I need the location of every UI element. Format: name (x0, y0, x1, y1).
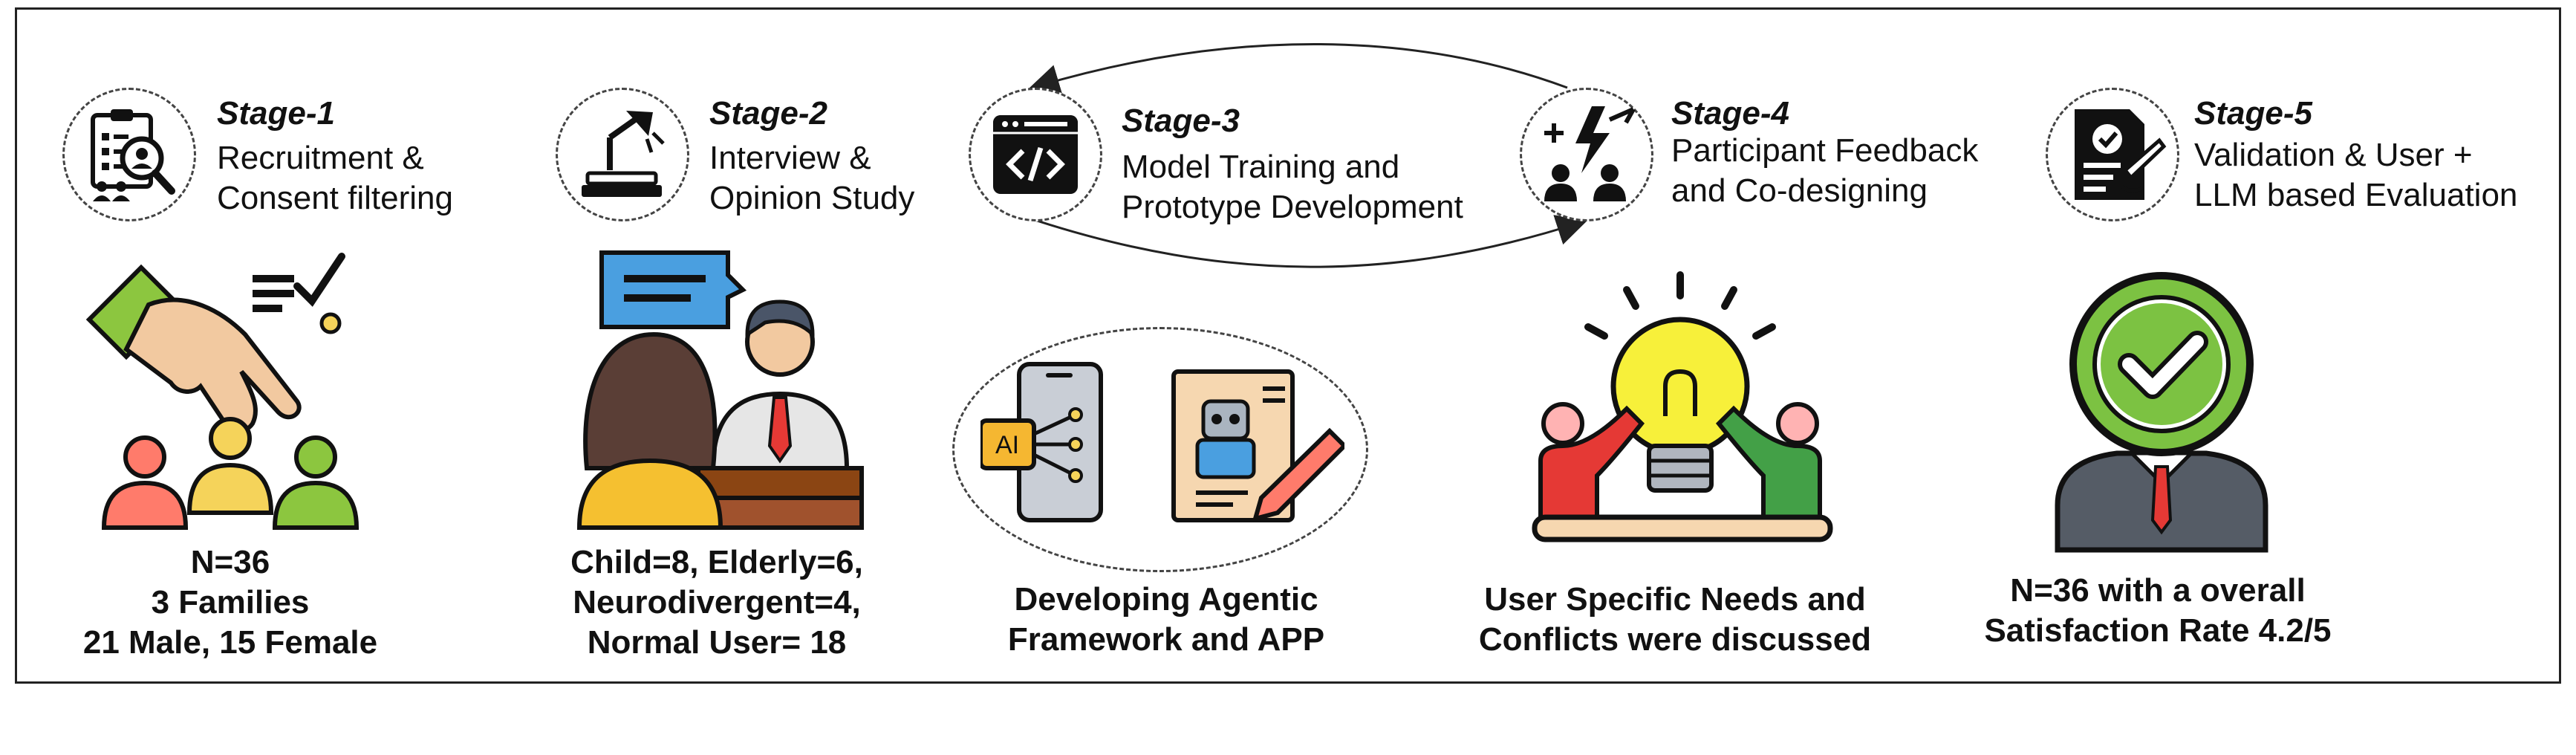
stage-5-icon-circle (2046, 88, 2179, 221)
stage-1-description: Recruitment &Consent filtering (217, 140, 453, 216)
lightbulb-collaboration-illustration (1532, 271, 1833, 542)
stage-4-icon-circle (1520, 88, 1653, 221)
co-design-people-icon (1544, 106, 1636, 201)
stage-2-caption: Child=8, Elderly=6,Neurodivergent=4,Norm… (570, 544, 863, 661)
stage-1-icon-circle (62, 88, 196, 221)
ai-chip-label: AI (995, 431, 1019, 459)
stage-4-title: Stage-4 (1671, 95, 1789, 132)
loop-arrow-bottom (1032, 215, 1588, 268)
desk-lamp-books-icon (582, 111, 665, 197)
stage-2-description: Interview &Opinion Study (709, 140, 915, 216)
stage-2-title: Stage-2 (709, 95, 827, 132)
interview-illustration (576, 250, 864, 530)
stage-5-description: Validation & User +LLM based Evaluation (2194, 137, 2518, 213)
stage-1-title: Stage-1 (217, 95, 335, 132)
code-window-icon (993, 115, 1078, 194)
validation-document-icon (2075, 109, 2167, 200)
approval-rosette (2069, 272, 2254, 456)
stage-3-title: Stage-3 (1122, 103, 1240, 139)
loop-arrow-top (1028, 43, 1568, 95)
stage-5-title: Stage-5 (2194, 95, 2312, 132)
diagram-frame (15, 7, 2561, 684)
stage-3-illustration-ellipse (952, 327, 1368, 572)
hand-selecting-people-illustration (85, 253, 360, 530)
ai-phone-robot-illustration: AI (980, 362, 1344, 522)
approved-badge-person-illustration (2055, 272, 2268, 553)
stage-3-icon-circle (969, 88, 1102, 221)
recruitment-clipboard-icon (91, 109, 175, 201)
stage-2-icon-circle (556, 88, 689, 221)
